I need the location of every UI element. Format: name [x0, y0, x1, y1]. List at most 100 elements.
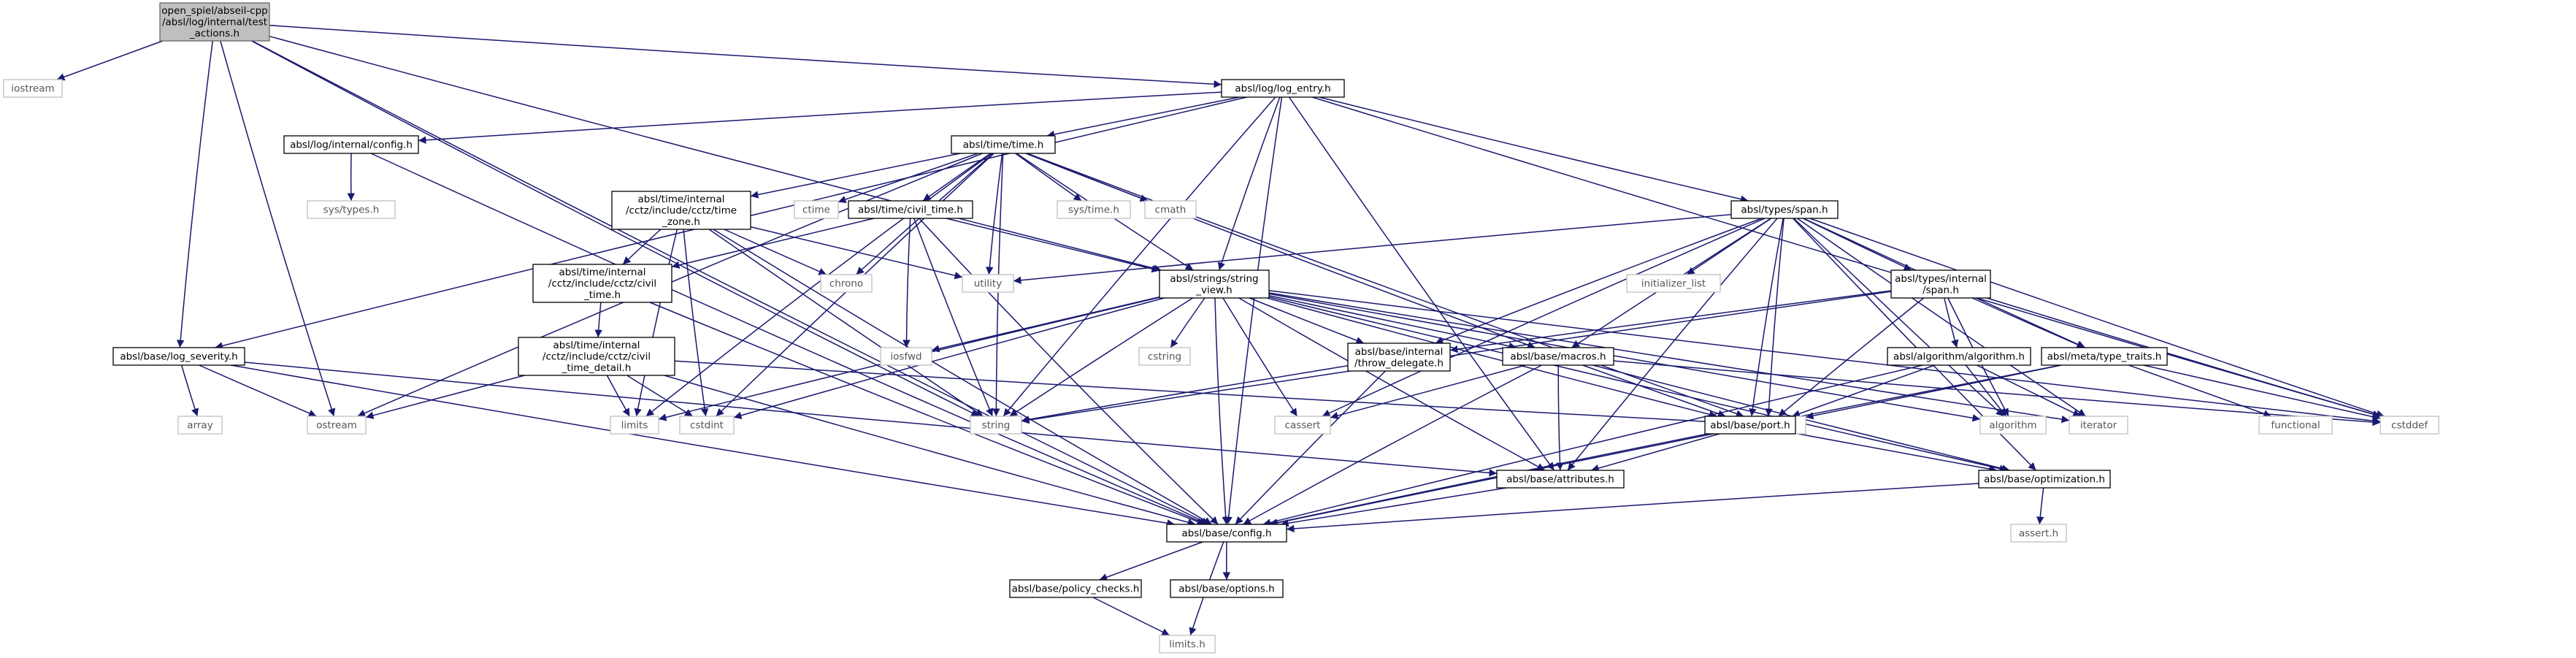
node-label: absl/base/log_severity.h	[120, 351, 237, 363]
nodes-layer: open_spiel/abseil-cpp/absl/log/internal/…	[3, 2, 2439, 654]
node-iostream[interactable]: iostream	[3, 79, 63, 98]
edge-string_view-to-attributes	[1238, 297, 1546, 471]
node-box	[307, 200, 396, 219]
node-initializer-list[interactable]: initializer_list	[1626, 274, 1721, 293]
node-algorithm[interactable]: algorithm	[1979, 416, 2047, 435]
edge-internal_span-to-type_traits_h	[1971, 297, 2085, 348]
node-label: algorithm	[1989, 420, 2036, 432]
node-label: /cctz/include/cctz/time	[626, 205, 737, 217]
node-cmath[interactable]: cmath	[1144, 200, 1197, 219]
node-sys-types[interactable]: sys/types.h	[307, 200, 396, 219]
node-box	[1496, 470, 1625, 489]
edge-time_h-to-limits	[645, 153, 992, 417]
node-cstring[interactable]: cstring	[1138, 347, 1191, 366]
node-throw-delegate[interactable]: absl/base/internal/throw_delegate.h	[1347, 343, 1451, 372]
node-label: limits	[621, 420, 648, 432]
node-label: /absl/log/internal/test	[162, 17, 267, 28]
node-port[interactable]: absl/base/port.h	[1704, 416, 1796, 435]
node-box	[848, 200, 973, 219]
edges-layer	[56, 24, 2385, 636]
edge-root-to-iostream	[56, 40, 164, 81]
node-limits[interactable]: limits	[610, 416, 659, 435]
edge-string_view-to-throw_delegate	[1249, 297, 1365, 345]
node-label: absl/time/internal	[637, 194, 724, 205]
edge-cctz_civil-to-cctz_civil_detail	[594, 302, 602, 338]
edge-log_entry-to-string_view	[1217, 96, 1281, 271]
edge-time_h-to-utility	[986, 153, 1003, 275]
node-log-entry[interactable]: absl/log/log_entry.h	[1221, 79, 1345, 98]
node-time-h[interactable]: absl/time/time.h	[951, 135, 1056, 154]
node-sys-time[interactable]: sys/time.h	[1057, 200, 1131, 219]
node-box	[1144, 200, 1197, 219]
node-civil-time[interactable]: absl/time/civil_time.h	[848, 200, 973, 219]
node-iosfwd[interactable]: iosfwd	[880, 347, 932, 366]
node-label: utility	[974, 278, 1002, 290]
edge-macros-to-cstddef	[1613, 360, 2381, 426]
node-label: absl/time/internal	[559, 267, 645, 278]
node-label: absl/log/log_entry.h	[1235, 83, 1330, 95]
edge-span-to-attributes	[1567, 218, 1778, 471]
node-label: absl/time/time.h	[963, 139, 1044, 151]
node-root[interactable]: open_spiel/abseil-cpp/absl/log/internal/…	[159, 2, 270, 42]
edge-cctz_civil_detail-to-config	[664, 375, 1196, 527]
node-cassert[interactable]: cassert	[1274, 416, 1331, 435]
node-macros[interactable]: absl/base/macros.h	[1502, 347, 1614, 366]
node-label: absl/types/span.h	[1741, 204, 1828, 216]
node-box	[1887, 347, 2031, 366]
node-label: _zone.h	[662, 216, 700, 228]
node-log-severity[interactable]: absl/base/log_severity.h	[112, 347, 245, 366]
node-label: absl/base/macros.h	[1510, 351, 1606, 363]
node-iterator[interactable]: iterator	[2069, 416, 2128, 435]
node-assert-h[interactable]: assert.h	[2010, 524, 2067, 543]
edge-macros-to-attributes	[1556, 364, 1564, 471]
node-box	[2041, 347, 2168, 366]
edge-root-to-ostream	[220, 40, 336, 417]
node-label: functional	[2271, 420, 2320, 432]
node-array[interactable]: array	[177, 416, 223, 435]
node-label: /throw_delegate.h	[1354, 357, 1444, 369]
node-box	[112, 347, 245, 366]
edge-string_view-to-port	[1267, 297, 1717, 418]
edge-string_view-to-iosfwd	[931, 296, 1160, 353]
node-internal-span[interactable]: absl/types/internal/span.h	[1890, 269, 1991, 299]
node-box	[2380, 416, 2439, 435]
edge-time_zone-to-utility	[750, 226, 963, 280]
node-policy-checks[interactable]: absl/base/policy_checks.h	[1009, 579, 1142, 598]
node-algorithm-h[interactable]: absl/algorithm/algorithm.h	[1887, 347, 2031, 366]
edge-internal_span-to-algorithm_h	[1944, 297, 1959, 348]
node-span[interactable]: absl/types/span.h	[1730, 200, 1839, 219]
node-attributes[interactable]: absl/base/attributes.h	[1496, 470, 1625, 489]
node-cstdint[interactable]: cstdint	[679, 416, 735, 435]
node-ctime[interactable]: ctime	[794, 200, 839, 219]
node-type-traits-h[interactable]: absl/meta/type_traits.h	[2041, 347, 2168, 366]
edge-civil_time-to-cctz_civil	[671, 218, 875, 269]
node-options[interactable]: absl/base/options.h	[1170, 579, 1284, 598]
node-ostream[interactable]: ostream	[307, 416, 367, 435]
edge-civil_time-to-config	[919, 218, 1219, 525]
edge-span-to-port	[1749, 218, 1784, 417]
edge-root-to-log_severity	[176, 40, 213, 348]
node-label: absl/base/internal	[1355, 346, 1444, 358]
node-string[interactable]: string	[970, 416, 1022, 435]
node-config[interactable]: absl/base/config.h	[1166, 524, 1287, 543]
edge-log_severity-to-ostream	[199, 364, 317, 417]
node-label: /cctz/include/cctz/civil	[543, 351, 651, 363]
node-log-config[interactable]: absl/log/internal/config.h	[283, 135, 419, 154]
edge-span-to-type_traits	[1765, 218, 1785, 417]
node-utility[interactable]: utility	[962, 274, 1014, 293]
edge-span-to-cstddef	[1809, 218, 2385, 418]
node-functional[interactable]: functional	[2258, 416, 2333, 435]
node-chrono[interactable]: chrono	[820, 274, 873, 293]
node-cctz-civil-detail[interactable]: absl/time/internal/cctz/include/cctz/civ…	[518, 337, 675, 376]
node-limits-h[interactable]: limits.h	[1159, 635, 1216, 654]
node-label: cstdint	[690, 420, 724, 432]
node-box	[880, 347, 932, 366]
node-string-view[interactable]: absl/strings/string_view.h	[1159, 269, 1270, 299]
node-optimization[interactable]: absl/base/optimization.h	[1978, 470, 2111, 489]
node-label: ctime	[802, 204, 830, 216]
node-time-zone[interactable]: absl/time/internal/cctz/include/cctz/tim…	[611, 191, 751, 230]
node-box	[1502, 347, 1614, 366]
node-cctz-civil[interactable]: absl/time/internal/cctz/include/cctz/civ…	[532, 264, 672, 303]
edge-time_h-to-sys_time	[1015, 153, 1082, 202]
node-cstddef[interactable]: cstddef	[2380, 416, 2439, 435]
